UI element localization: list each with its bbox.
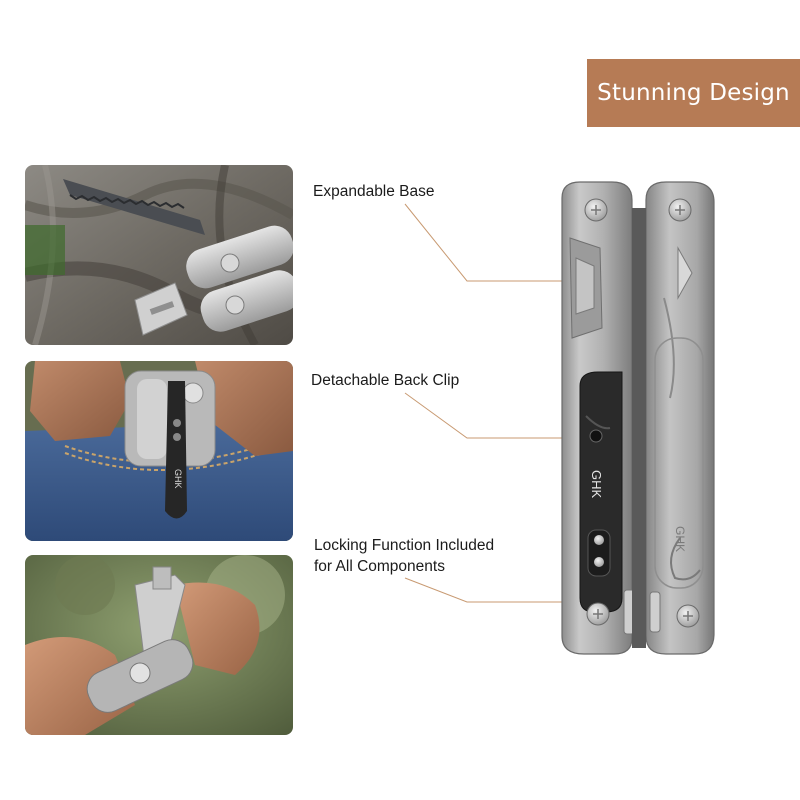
tool-brand-left: GHK [589,470,604,499]
callout-label-locking-line1: Locking Function Included [314,537,495,554]
photo-saw-on-tree [25,165,293,345]
multitool-image: GHK GHK [561,181,715,655]
callout-label-expandable-base: Expandable Base [313,183,435,200]
callout-label-detachable-back-clip: Detachable Back Clip [311,372,460,389]
callout-label-locking-function: Locking Function Included for All Compon… [314,535,494,577]
svg-text:GHK: GHK [173,469,183,489]
callout-label-locking-line2: for All Components [314,558,445,575]
photo-hand-opening-tool [25,555,293,735]
banner: Stunning Design [587,59,800,127]
photo-clip-in-pocket: GHK [25,361,293,541]
banner-title: Stunning Design [597,80,790,106]
tool-brand-right: GHK [673,526,687,552]
